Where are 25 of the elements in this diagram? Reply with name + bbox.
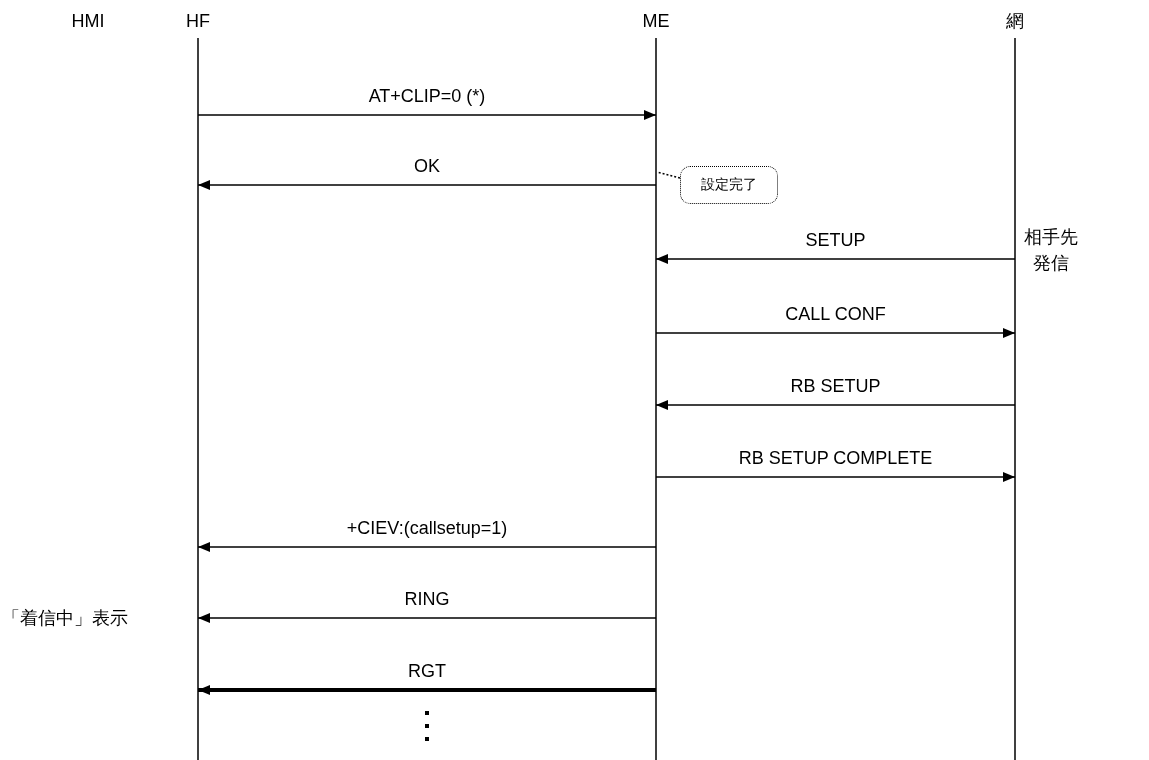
participant-label: HMI [66, 8, 110, 34]
message-arrow [655, 328, 1016, 338]
message-arrow [198, 685, 656, 695]
message-arrow [655, 254, 1016, 264]
message-arrow [655, 400, 1016, 410]
message-arrow [197, 542, 657, 552]
participant-lifeline: ME [634, 8, 678, 760]
message-label: RB SETUP [790, 375, 881, 397]
message-label: AT+CLIP=0 (*) [368, 85, 486, 107]
note-text: 相手先発信 [1023, 226, 1079, 275]
message-label: RGT [408, 660, 446, 682]
message-label: SETUP [805, 229, 866, 251]
note-text: 「着信中」表示 [2, 607, 128, 630]
message-arrow [197, 110, 657, 120]
message-arrow [197, 613, 657, 623]
message-label: RING [404, 588, 450, 610]
callout-bubble: 設定完了 [680, 166, 778, 204]
message-arrow [655, 472, 1016, 482]
message-label: OK [414, 155, 440, 177]
leader-line [656, 171, 681, 179]
message-label: +CIEV:(callsetup=1) [346, 517, 508, 539]
message-label: RB SETUP COMPLETE [738, 447, 933, 469]
participant-lifeline: HF [176, 8, 220, 760]
message-label: CALL CONF [785, 303, 886, 325]
message-arrow [197, 180, 657, 190]
